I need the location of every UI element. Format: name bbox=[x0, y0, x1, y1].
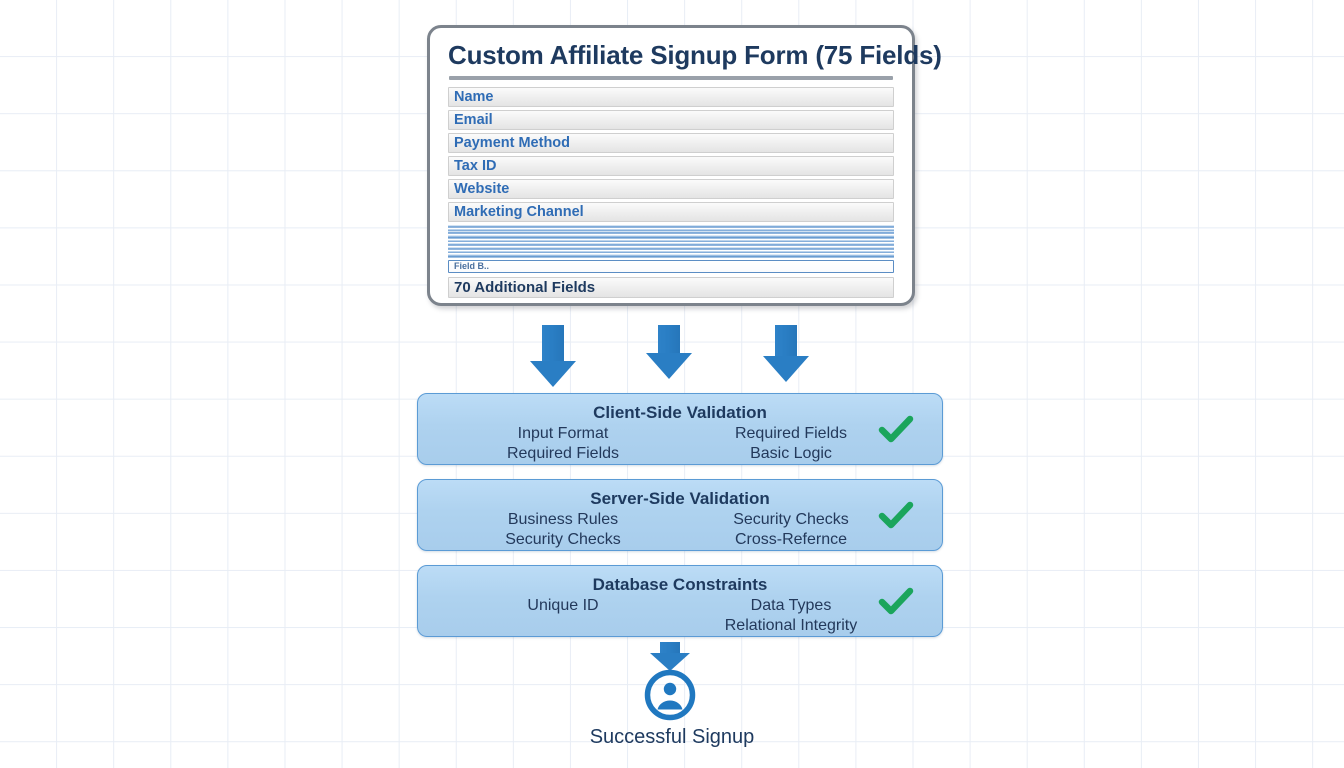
stage-title: Client-Side Validation bbox=[593, 403, 767, 422]
stage-item-empty bbox=[458, 616, 668, 636]
form-field-row[interactable]: Tax ID bbox=[448, 156, 894, 176]
stage-server-side-validation[interactable]: Server-Side Validation Business Rules Se… bbox=[417, 479, 943, 551]
form-field-row[interactable]: Website bbox=[448, 179, 894, 199]
form-field-list: Name Email Payment Method Tax ID Website… bbox=[448, 87, 894, 298]
form-field-row-truncated[interactable]: Field B.. bbox=[448, 260, 894, 273]
check-icon bbox=[878, 587, 914, 615]
stage-item: Basic Logic bbox=[750, 444, 832, 462]
stage-item-grid: Unique ID Data Types Relational Integrit… bbox=[418, 596, 942, 635]
stage-item: Input Format bbox=[517, 425, 609, 442]
stage-item-grid: Input Format Required Fields Required Fi… bbox=[418, 424, 942, 463]
stage-item: Relational Integrity bbox=[724, 616, 858, 634]
form-field-row[interactable]: Marketing Channel bbox=[448, 202, 894, 222]
stage-item-grid: Business Rules Security Checks Security … bbox=[418, 510, 942, 549]
stage-database-constraints[interactable]: Database Constraints Unique ID Data Type… bbox=[417, 565, 943, 637]
form-field-row[interactable]: Name bbox=[448, 87, 894, 107]
form-field-row[interactable]: Email bbox=[448, 110, 894, 130]
stage-item: Security Checks bbox=[733, 511, 849, 528]
stage-title: Database Constraints bbox=[592, 575, 768, 594]
additional-fields-row[interactable]: 70 Additional Fields bbox=[448, 277, 894, 298]
stage-client-side-validation[interactable]: Client-Side Validation Input Format Requ… bbox=[417, 393, 943, 465]
stage-item: Required Fields bbox=[734, 425, 848, 442]
user-circle-icon bbox=[644, 669, 696, 721]
stage-item: Cross-Refernce bbox=[734, 530, 848, 548]
success-label: Successful Signup bbox=[589, 726, 755, 748]
stage-item: Data Types bbox=[750, 597, 832, 614]
stage-item: Security Checks bbox=[505, 530, 621, 548]
stage-item: Unique ID bbox=[527, 597, 599, 614]
stage-item: Required Fields bbox=[506, 444, 620, 462]
stage-title: Server-Side Validation bbox=[590, 489, 770, 508]
signup-form-card: Custom Affiliate Signup Form (75 Fields)… bbox=[427, 25, 942, 306]
form-field-row[interactable]: Payment Method bbox=[448, 133, 894, 153]
title-divider bbox=[449, 76, 893, 80]
compressed-field-rows bbox=[448, 225, 894, 258]
check-icon bbox=[878, 415, 914, 443]
stage-item: Business Rules bbox=[507, 511, 619, 528]
page-title: Custom Affiliate Signup Form (75 Fields) bbox=[448, 40, 942, 70]
check-icon bbox=[878, 501, 914, 529]
